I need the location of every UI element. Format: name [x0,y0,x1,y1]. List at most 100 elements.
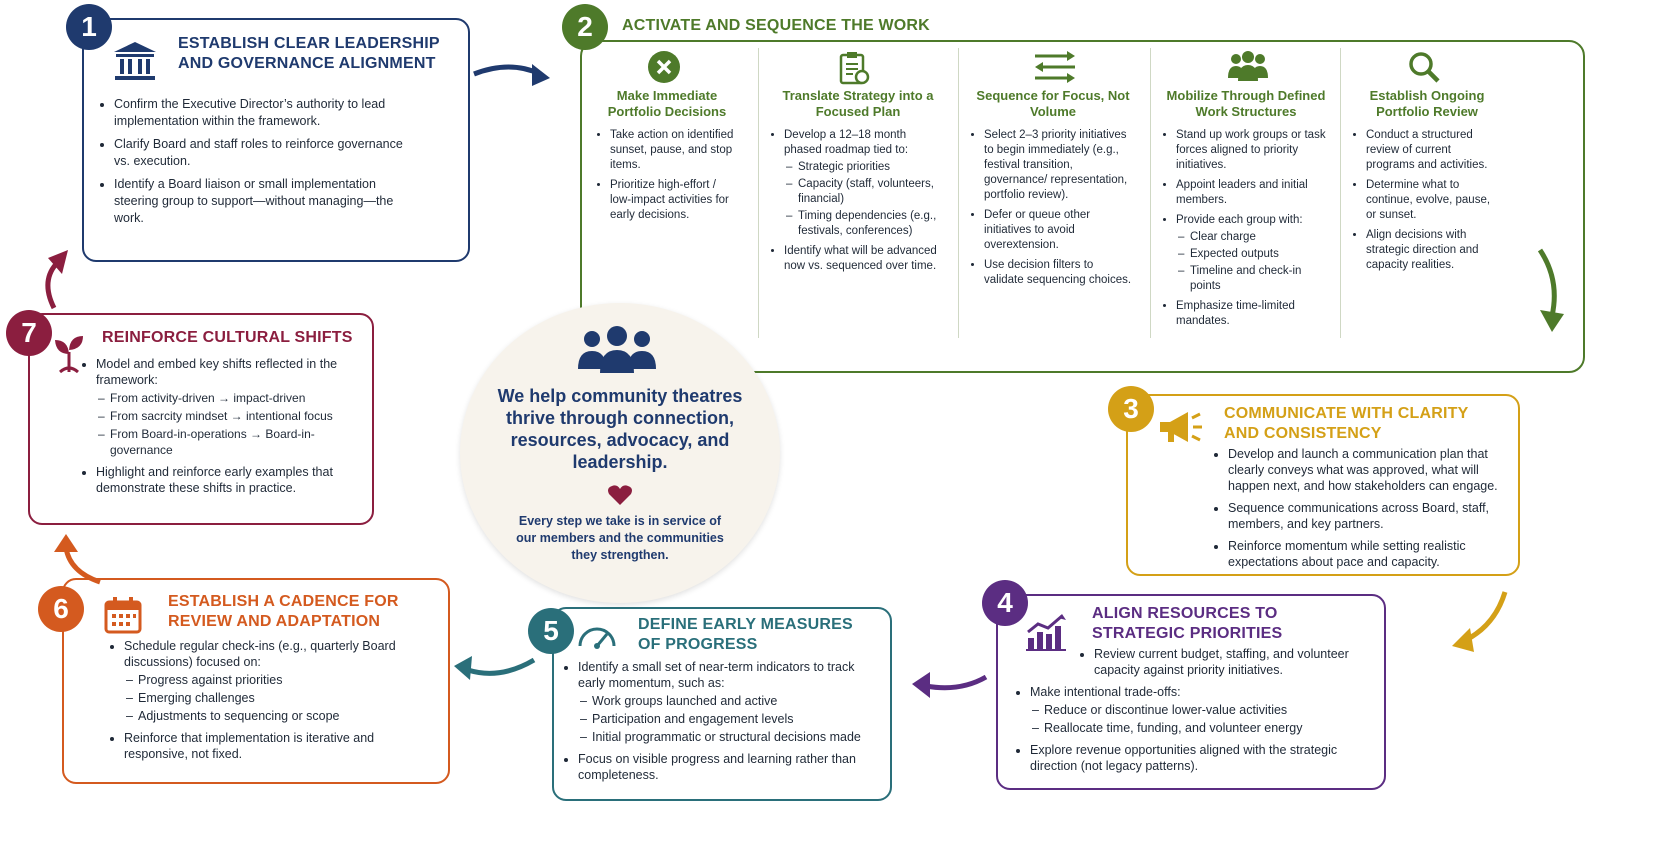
step3-title: COMMUNICATE WITH CLARITY AND CONSISTENCY [1224,405,1469,442]
list-item: Schedule regular check-ins (e.g., quarte… [124,638,428,724]
list-item: Clear charge [1178,230,1330,245]
list-item: Stand up work groups or task forces alig… [1176,128,1330,173]
step1-title: ESTABLISH CLEAR LEADERSHIP AND GOVERNANC… [178,35,440,72]
magnifier-icon [1407,50,1441,89]
list-item: Reallocate time, funding, and volunteer … [1032,720,1360,736]
step4-body: Review current budget, staffing, and vol… [1014,646,1360,780]
list-item: Confirm the Executive Director’s authori… [114,96,418,130]
list-item: Clarify Board and staff roles to reinfor… [114,136,418,170]
heart-icon [607,484,633,511]
step2-column: Mobilize Through Defined Work Structures… [1162,88,1330,334]
column-heading: Sequence for Focus, Not Volume [976,88,1130,119]
list-item: Emerging challenges [126,690,428,706]
seedling-icon [52,334,86,379]
list-item: Use decision filters to validate sequenc… [984,258,1136,288]
list-item: Select 2–3 priority initiatives to begin… [984,128,1136,203]
step1-body: Confirm the Executive Director’s authori… [98,96,418,233]
list-item: Review current budget, staffing, and vol… [1094,646,1360,678]
x-circle-icon [647,50,681,89]
list-item: Model and embed key shifts reflected in … [96,356,370,458]
step5-body: Identify a small set of near-term indica… [562,659,882,789]
column-heading: Make Immediate Portfolio Decisions [607,88,727,119]
column-divider [958,48,959,338]
step2-column: Make Immediate Portfolio DecisionsTake a… [596,88,738,228]
calendar-icon [104,596,142,639]
list-item: Identify a small set of near-term indica… [578,659,882,745]
list-item: Explore revenue opportunities aligned wi… [1030,742,1360,774]
list-item: From activity-driven → impact-driven [98,390,370,406]
team-icon [1226,50,1270,87]
arrow-1-to-2 [473,64,550,86]
list-item: Prioritize high-effort / low-impact acti… [610,178,738,223]
clipboard-icon [838,50,870,91]
list-item: Defer or queue other initiatives to avoi… [984,208,1136,253]
list-item: From Board-in-operations → Board-in-gove… [98,426,370,458]
list-item: Capacity (staff, volunteers, financial) [786,177,946,207]
step4-number: 4 [982,580,1028,626]
step1-number: 1 [66,4,112,50]
step3-number: 3 [1108,386,1154,432]
list-item: From sacrcity mindset → intentional focu… [98,408,370,424]
step1-card [82,18,470,262]
list-item: Highlight and reinforce early examples t… [96,464,370,496]
sequence-arrows-icon [1033,50,1077,89]
list-item: Sequence communications across Board, st… [1228,500,1512,532]
list-item: Reinforce momentum while setting realist… [1228,538,1512,570]
list-item: Emphasize time-limited mandates. [1176,299,1330,329]
arrow-7-to-1 [45,250,68,310]
list-item: Take action on identified sunset, pause,… [610,128,738,173]
growth-chart-icon [1024,612,1068,657]
step5-title: DEFINE EARLY MEASURES OF PROGRESS [638,616,853,653]
step7-body: Model and embed key shifts reflected in … [80,356,370,502]
list-item: Identify a Board liaison or small implem… [114,176,418,227]
column-heading: Establish Ongoing Portfolio Review [1369,88,1485,119]
step6-title: ESTABLISH A CADENCE FOR REVIEW AND ADAPT… [168,593,399,630]
step2-number: 2 [562,4,608,50]
step4-title: ALIGN RESOURCES TO STRATEGIC PRIORITIES [1092,605,1283,642]
arrow-3-to-4 [1452,591,1508,652]
column-heading: Translate Strategy into a Focused Plan [782,88,934,119]
list-item: Adjustments to sequencing or scope [126,708,428,724]
list-item: Timing dependencies (e.g., festivals, co… [786,209,946,239]
list-item: Conduct a structured review of current p… [1366,128,1502,173]
list-item: Strategic priorities [786,160,946,175]
step2-column: Translate Strategy into a Focused PlanDe… [770,88,946,279]
list-item: Determine what to continue, evolve, paus… [1366,178,1502,223]
step5-number: 5 [528,608,574,654]
list-item: Progress against priorities [126,672,428,688]
list-item: Provide each group with:Clear chargeExpe… [1176,213,1330,294]
list-item: Focus on visible progress and learning r… [578,751,882,783]
arrow-6-to-7 [54,534,101,585]
list-item: Develop a 12–18 month phased roadmap tie… [784,128,946,239]
step7-number: 7 [6,310,52,356]
list-item: Expected outputs [1178,247,1330,262]
step2-title: ACTIVATE AND SEQUENCE THE WORK [622,17,930,34]
column-divider [1340,48,1341,338]
list-item: Identify what will be advanced now vs. s… [784,244,946,274]
list-item: Make intentional trade-offs: Reduce or d… [1030,684,1360,736]
list-item: Timeline and check-in points [1178,264,1330,294]
list-item: Appoint leaders and initial members. [1176,178,1330,208]
step3-card [1126,394,1520,576]
list-item: Work groups launched and active [580,693,882,709]
arrow-5-to-6 [454,656,536,680]
arrow-4-to-5 [912,672,988,698]
step2-card [580,40,1585,373]
list-item: Develop and launch a communication plan … [1228,446,1512,494]
column-divider [758,48,759,338]
service-statement: Every step we take is in service of our … [516,514,724,562]
step6-number: 6 [38,586,84,632]
list-item: Reduce or discontinue lower-value activi… [1032,702,1360,718]
list-item: Reinforce that implementation is iterati… [124,730,428,762]
step2-column: Sequence for Focus, Not VolumeSelect 2–3… [970,88,1136,293]
step3-body: Develop and launch a communication plan … [1212,446,1512,576]
column-divider [1150,48,1151,338]
column-heading: Mobilize Through Defined Work Structures [1166,88,1326,119]
list-item: Align decisions with strategic direction… [1366,228,1502,273]
list-item: Participation and engagement levels [580,711,882,727]
gauge-icon [576,622,618,655]
step2-column: Establish Ongoing Portfolio ReviewConduc… [1352,88,1502,278]
step7-title: REINFORCE CULTURAL SHIFTS [102,329,353,346]
mission-statement: We help community theatres thrive throug… [497,386,743,472]
people-icon [572,325,662,380]
